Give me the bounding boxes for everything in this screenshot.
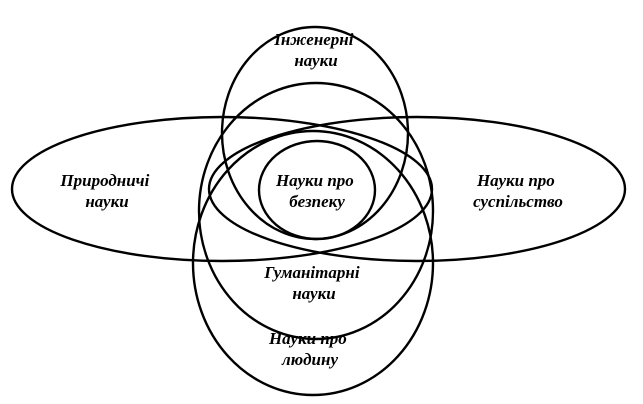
human-sciences-circle bbox=[191, 129, 435, 397]
social-sciences-ellipse bbox=[207, 115, 627, 263]
label-natural-sciences: Природничі науки bbox=[59, 171, 153, 211]
label-social-sciences: Науки про суспільство bbox=[473, 171, 563, 211]
label-human-sciences: Науки про людину bbox=[268, 329, 351, 369]
humanities-circle bbox=[197, 81, 435, 341]
label-humanities: Гуманітарні науки bbox=[263, 263, 364, 303]
label-engineering-sciences: Інженерні науки bbox=[273, 30, 357, 70]
label-safety-sciences: Науки про безпеку bbox=[275, 171, 358, 211]
safety-sciences-ellipse bbox=[257, 139, 377, 241]
